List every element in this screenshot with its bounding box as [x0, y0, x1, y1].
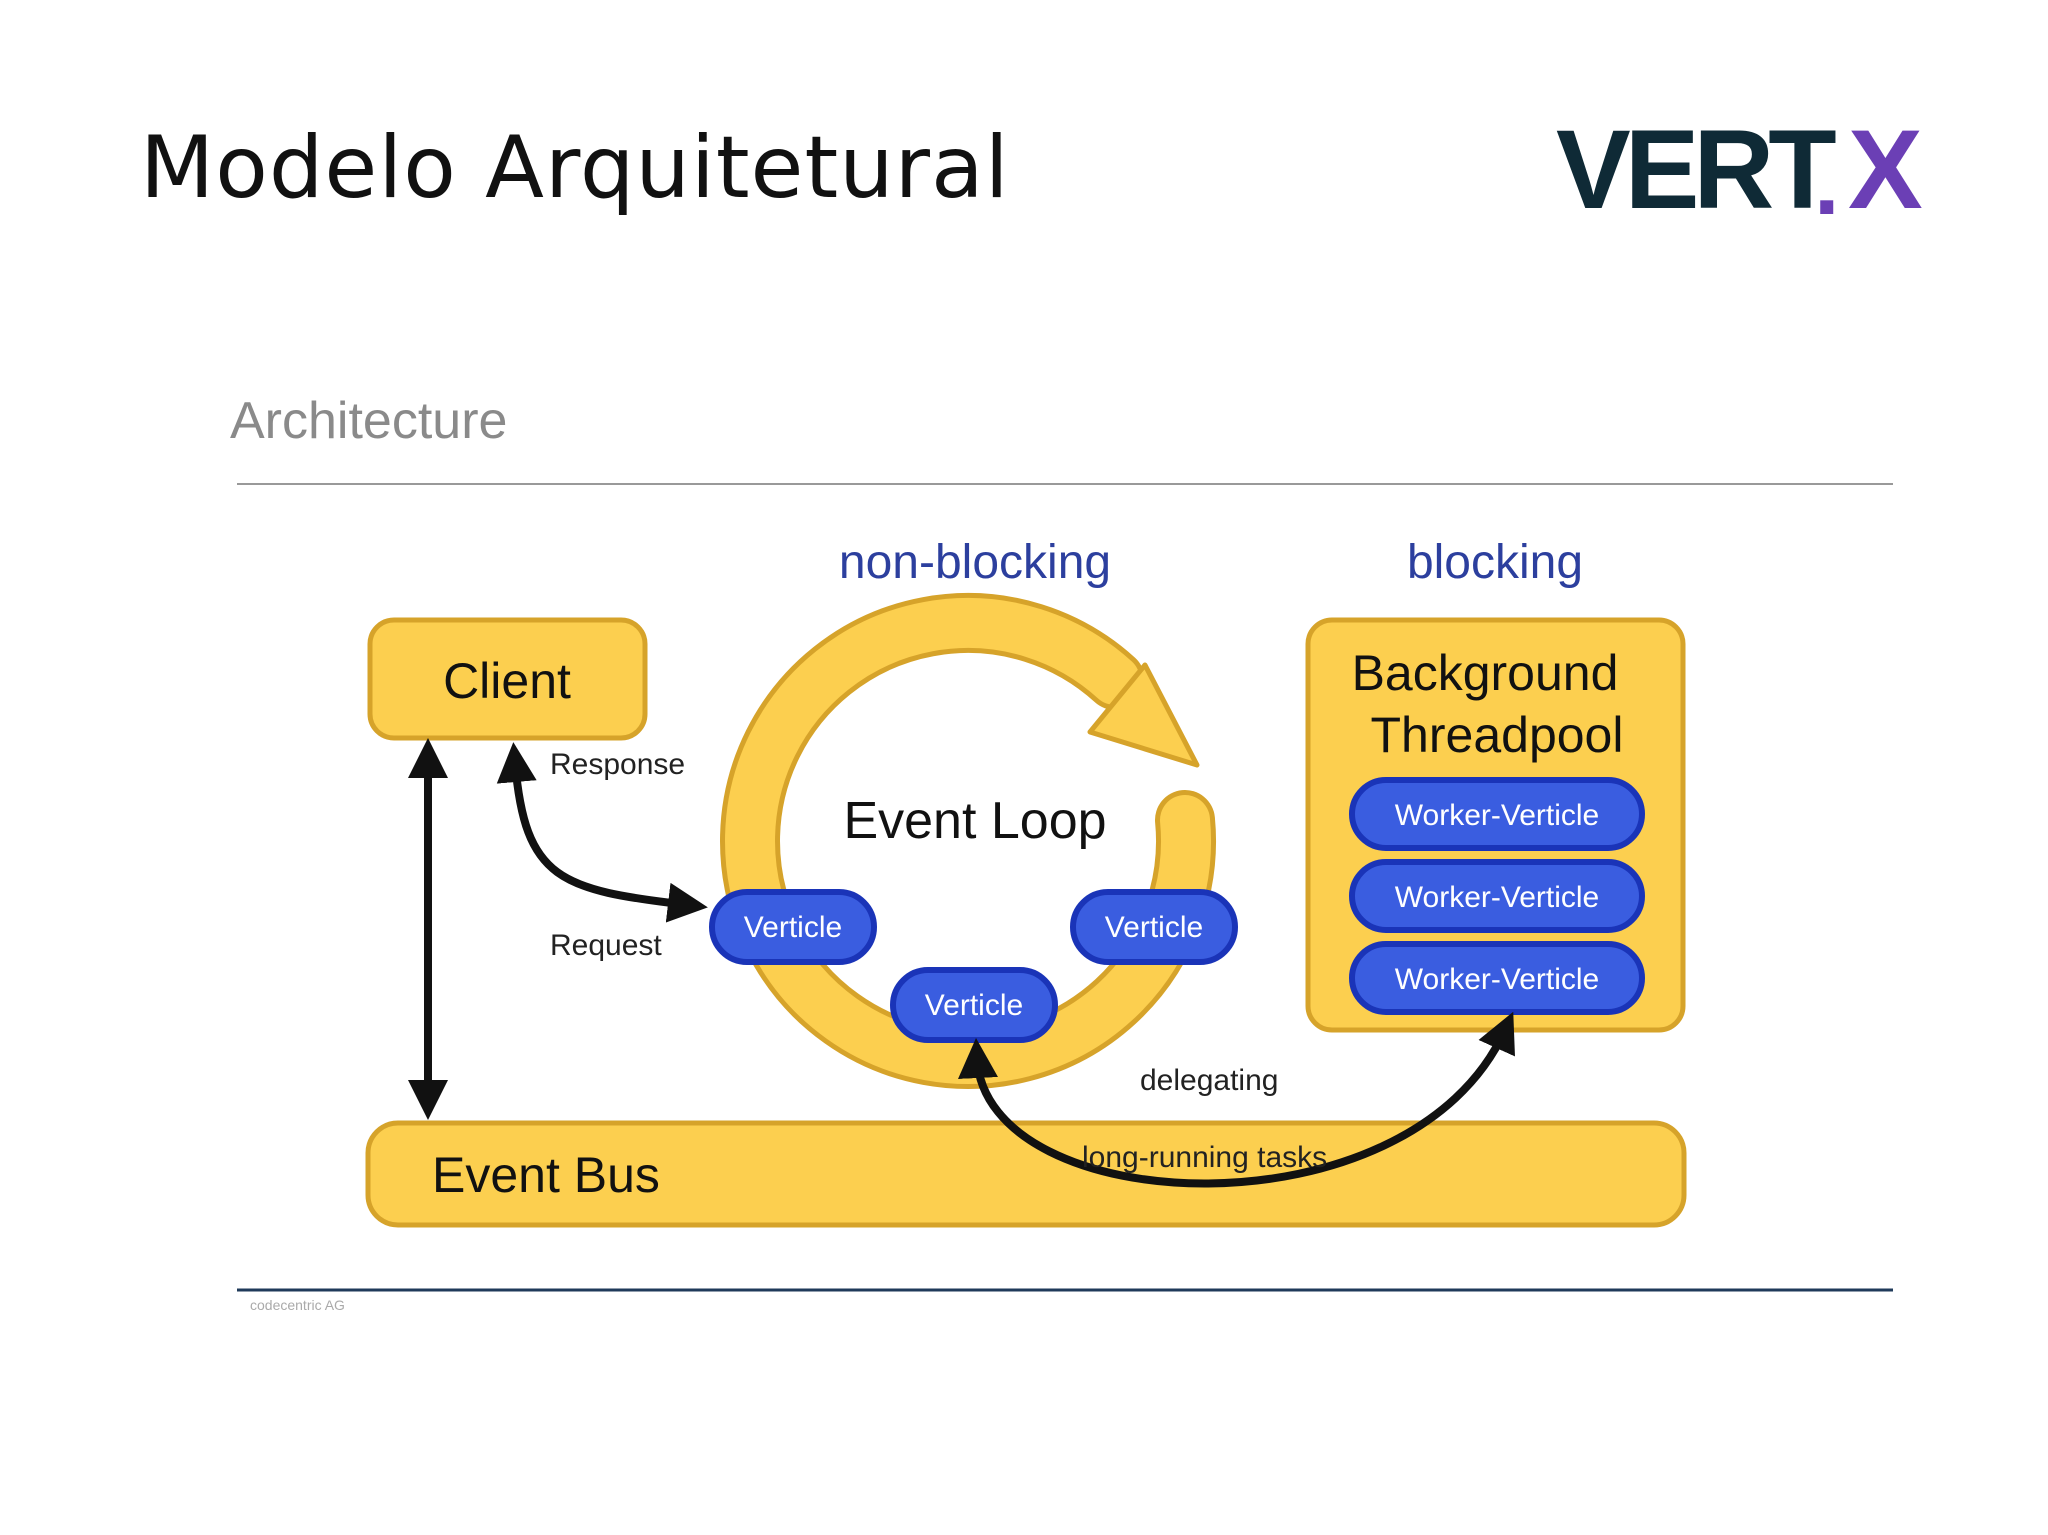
- worker-verticle-label: Worker-Verticle: [1395, 963, 1600, 996]
- response-label: Response: [550, 748, 685, 781]
- request-response-arrow: [496, 742, 708, 923]
- footer-text: codecentric AG: [250, 1297, 345, 1313]
- logo-dot: .: [1814, 132, 1840, 220]
- label-blocking: blocking: [1407, 536, 1583, 589]
- client-box: Client: [367, 617, 648, 741]
- threadpool-label-line1: Background: [1352, 645, 1619, 701]
- request-label: Request: [550, 929, 662, 962]
- worker-verticle-pill: Worker-Verticle: [1349, 941, 1645, 1015]
- page-title: Modelo Arquitetural: [140, 118, 1010, 218]
- event-loop-arrowhead: [1087, 662, 1200, 768]
- vertx-logo: VERT . X: [1556, 110, 1923, 220]
- verticle-label: Verticle: [744, 911, 842, 944]
- worker-verticle-pill: Worker-Verticle: [1349, 859, 1645, 933]
- verticle-label: Verticle: [925, 989, 1023, 1022]
- verticle-label: Verticle: [1105, 911, 1203, 944]
- logo-text-vert: VERT: [1556, 110, 1836, 220]
- verticle-pill: Verticle: [1070, 889, 1238, 965]
- worker-verticle-pill: Worker-Verticle: [1349, 777, 1645, 851]
- client-label: Client: [443, 653, 571, 709]
- worker-verticle-label: Worker-Verticle: [1395, 799, 1600, 832]
- long-running-label: long-running tasks: [1082, 1141, 1327, 1174]
- logo-text-x: X: [1848, 110, 1923, 220]
- verticle-pill: Verticle: [890, 967, 1058, 1043]
- event-bus-box: Event Bus: [365, 1120, 1687, 1228]
- delegating-arrow: [958, 1011, 1515, 1188]
- event-loop-label: Event Loop: [843, 792, 1106, 850]
- threadpool-label-line2: Threadpool: [1371, 707, 1624, 763]
- worker-verticle-label: Worker-Verticle: [1395, 881, 1600, 914]
- event-bus-label: Event Bus: [432, 1147, 660, 1203]
- delegating-label: delegating: [1140, 1064, 1278, 1097]
- diagram-heading: Architecture: [230, 392, 507, 450]
- verticle-pill: Verticle: [709, 889, 877, 965]
- label-non-blocking: non-blocking: [839, 536, 1111, 589]
